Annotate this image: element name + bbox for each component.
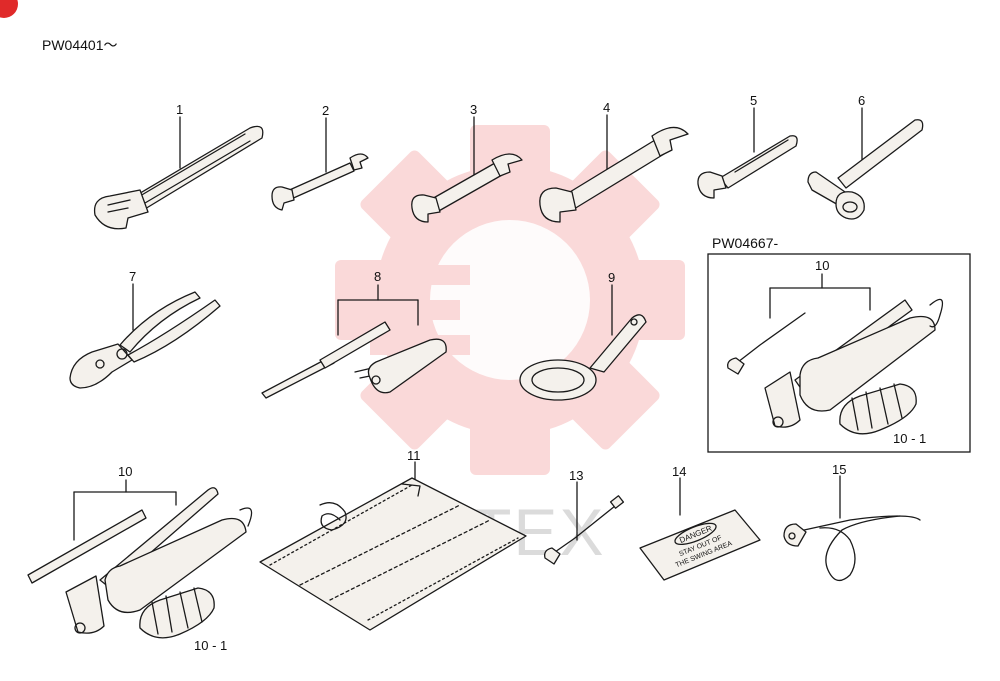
part-15-hose: 15 bbox=[783, 462, 921, 582]
inset-box: PW04667- 10 10 - 1 bbox=[707, 235, 971, 453]
part-13-grease-hose: 13 bbox=[544, 468, 625, 565]
part-5-wrench: 5 bbox=[697, 93, 798, 199]
part-7-pliers: 7 bbox=[69, 269, 221, 389]
part-number-label: 10 - 1 bbox=[194, 638, 227, 653]
serial-range-label: PW04401～ bbox=[42, 37, 117, 53]
part-4-large-spanner: 4 bbox=[539, 100, 689, 223]
part-number-label: 10 bbox=[118, 464, 132, 479]
part-14-danger-label: 14 DANGER STAY OUT OF THE SWING AREA bbox=[639, 464, 761, 581]
part-number-label: 15 bbox=[832, 462, 846, 477]
part-number-label: 3 bbox=[470, 102, 477, 117]
part-number-label: 7 bbox=[129, 269, 136, 284]
part-number-label: 9 bbox=[608, 270, 615, 285]
part-6-socket-wrench: 6 bbox=[807, 93, 924, 220]
part-11-tool-bag: 11 bbox=[259, 448, 527, 631]
part-number-label: 6 bbox=[858, 93, 865, 108]
corner-mark bbox=[0, 0, 18, 18]
part-number-label: 5 bbox=[750, 93, 757, 108]
part-number-label: 11 bbox=[407, 448, 421, 463]
part-number-label: 2 bbox=[322, 103, 329, 118]
part-10-1-bellows: 10 - 1 bbox=[139, 587, 227, 653]
part-9-ring-spanner: 9 bbox=[519, 270, 647, 401]
part-1-adjustable-wrench: 1 bbox=[93, 102, 264, 230]
part-number-label: 4 bbox=[603, 100, 610, 115]
part-3-double-spanner: 3 bbox=[411, 102, 523, 223]
inset-serial-label: PW04667- bbox=[712, 235, 778, 251]
part-number-label: 14 bbox=[672, 464, 686, 479]
part-number-label: 1 bbox=[176, 102, 183, 117]
part-8-screwdriver: 8 bbox=[261, 269, 447, 399]
part-number-label: 10 bbox=[815, 258, 829, 273]
part-number-label: 10 - 1 bbox=[893, 431, 926, 446]
part-2-spanner: 2 bbox=[271, 103, 369, 211]
part-number-label: 8 bbox=[374, 269, 381, 284]
part-number-label: 13 bbox=[569, 468, 583, 483]
part-10-grease-gun: 10 bbox=[27, 464, 253, 634]
